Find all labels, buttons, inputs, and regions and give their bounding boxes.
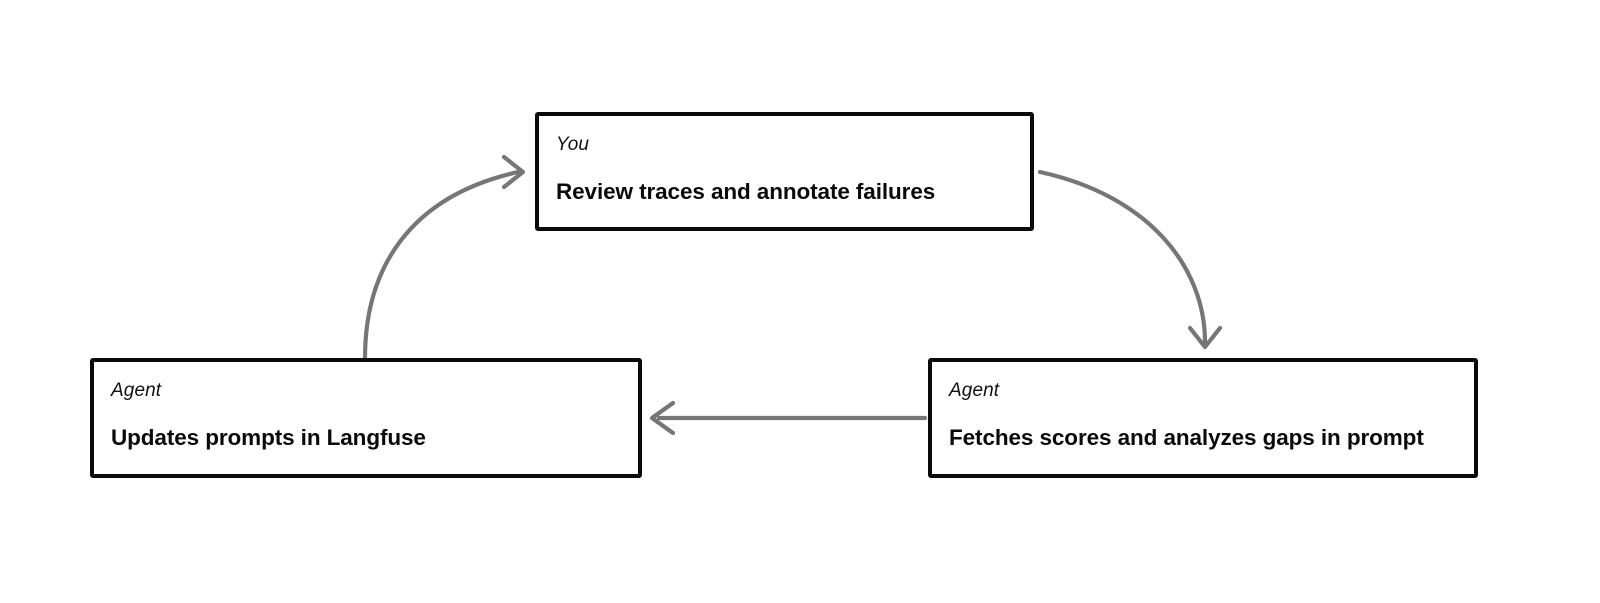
node-statement-text: Updates prompts in Langfuse [111,425,426,450]
node-you-review[interactable]: You Review traces and annotate failures [535,112,1034,231]
node-statement-text: Review traces and annotate failures [556,179,936,204]
node-role-label: Agent [111,380,162,401]
node-role-label: Agent [949,380,1000,401]
node-statement-text: Fetches scores and analyzes gaps in prom… [949,425,1424,450]
arrow-you-to-fetches [1037,169,1223,350]
arrow-updates-to-you [362,154,526,361]
node-agent-fetches[interactable]: Agent Fetches scores and analyzes gaps i… [928,358,1478,478]
node-role-label: You [556,134,590,155]
arrow-fetches-to-updates [649,400,928,436]
node-agent-updates[interactable]: Agent Updates prompts in Langfuse [90,358,642,478]
